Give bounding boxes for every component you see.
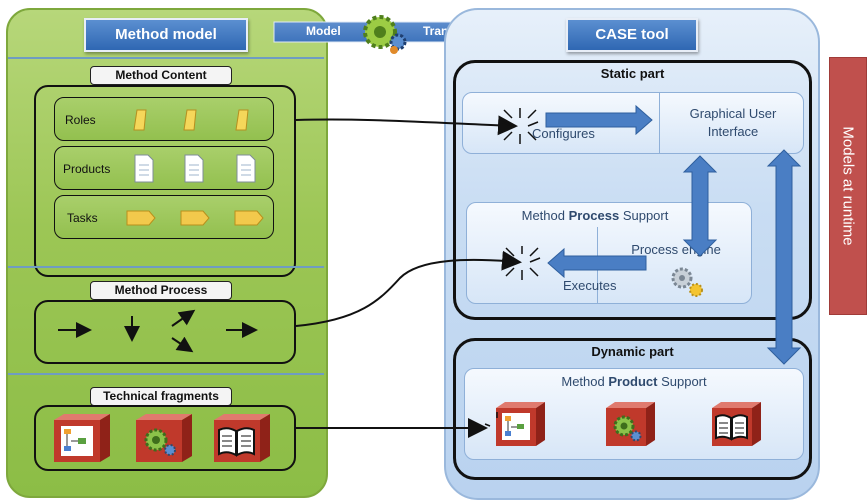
case-tool-title: CASE tool <box>566 18 698 52</box>
gui-label-line1: Graphical User <box>689 106 777 121</box>
role-icon <box>133 109 249 131</box>
roles-label: Roles <box>65 113 96 127</box>
dynamic-part-panel <box>453 338 812 480</box>
method-process-label: Method Process <box>90 281 232 300</box>
technical-fragments-label: Technical fragments <box>90 387 232 406</box>
dynamic-part-label: Dynamic part <box>591 344 674 359</box>
role-icons <box>133 109 249 131</box>
technical-fragments-box <box>34 405 296 471</box>
tasks-label: Tasks <box>67 211 98 225</box>
fragment-cubes <box>54 414 270 462</box>
divider <box>8 266 324 268</box>
task-icons <box>126 210 264 226</box>
executes-label: Executes <box>563 278 617 293</box>
method-process-box <box>34 300 296 364</box>
product-support-prefix: Method <box>561 374 609 389</box>
method-content-label: Method Content <box>90 66 232 85</box>
products-row: Products <box>54 146 274 190</box>
tasks-row: Tasks <box>54 195 274 239</box>
products-label: Products <box>63 162 111 176</box>
process-arrows <box>58 309 258 353</box>
configures-label: Configures <box>532 126 595 141</box>
process-engine-label: Process engine <box>631 242 721 257</box>
book-cube-icon <box>214 414 270 462</box>
gear-cube-icon <box>136 414 192 462</box>
model-label: Model <box>306 24 341 38</box>
models-at-runtime-label: Models at runtime <box>839 126 857 246</box>
divider <box>8 373 324 375</box>
book-cube-icon <box>712 402 761 446</box>
document-icons <box>134 154 256 183</box>
roles-row: Roles <box>54 97 274 141</box>
gui-label-line2: Interface <box>707 124 759 139</box>
divider <box>659 93 660 153</box>
product-support-title: Method Product Support <box>464 374 804 389</box>
process-support-prefix: Method <box>521 208 569 223</box>
process-support-bold: Process <box>568 208 620 223</box>
process-support-suffix: Support <box>619 208 669 223</box>
gear-cube-icon <box>606 402 655 446</box>
runtime-cubes <box>496 402 761 446</box>
models-at-runtime-bar: Models at runtime <box>829 57 867 315</box>
method-model-title: Method model <box>84 18 248 52</box>
diagram-cube-icon <box>54 414 110 462</box>
diagram-cube-icon <box>496 402 545 446</box>
product-support-suffix: Support <box>657 374 707 389</box>
process-support-title: Method Process Support <box>466 208 724 223</box>
static-part-label: Static part <box>600 66 665 81</box>
divider <box>8 57 324 59</box>
method-content-box <box>34 85 296 277</box>
product-support-bold: Product <box>608 374 658 389</box>
transformation-gear-icon <box>363 15 407 54</box>
gui-configures-box <box>462 92 804 154</box>
static-part-panel <box>453 60 812 320</box>
